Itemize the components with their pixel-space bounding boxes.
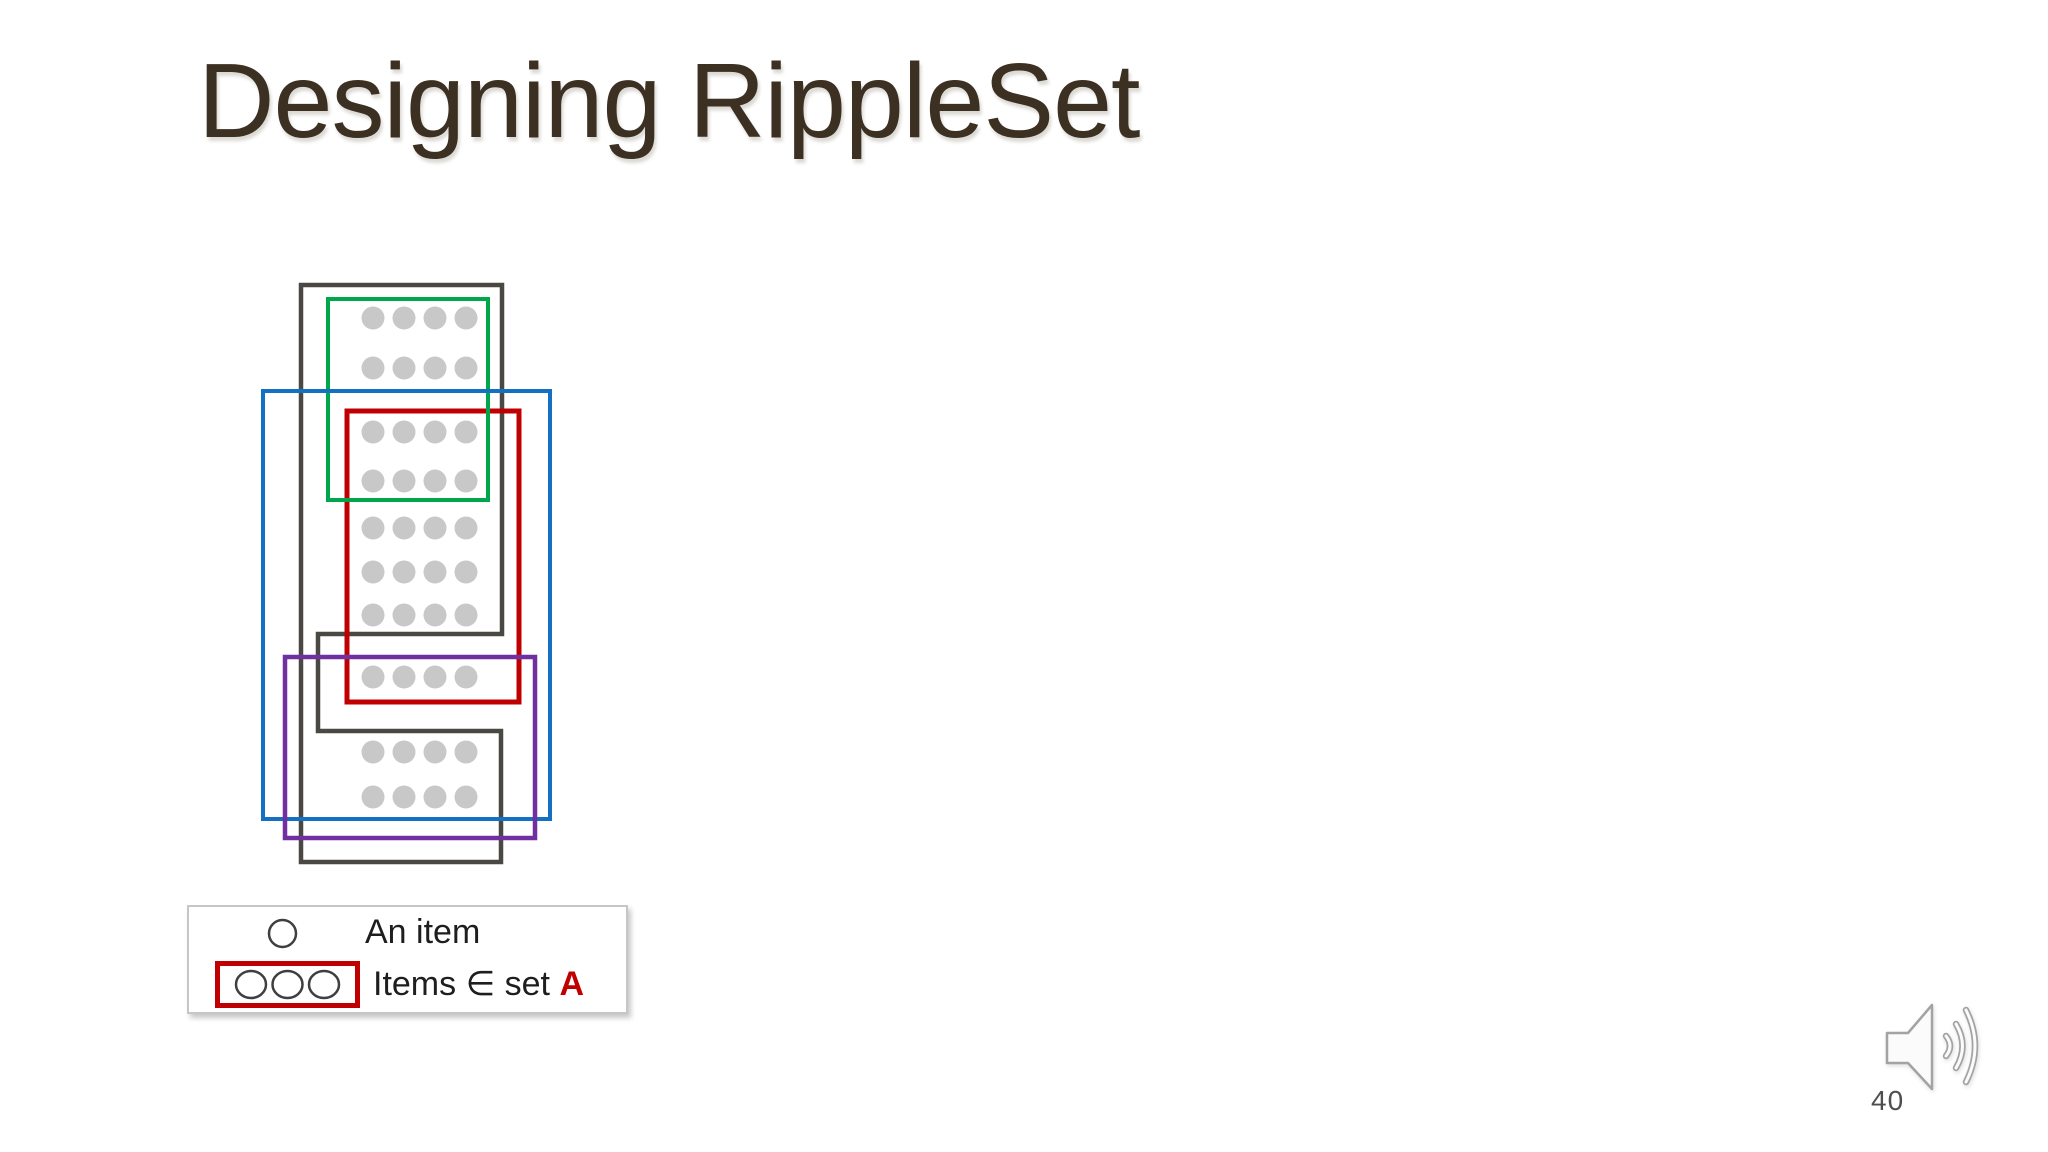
item-dot bbox=[423, 420, 447, 444]
page-title: Designing RippleSet bbox=[198, 42, 1140, 160]
item-dot bbox=[423, 560, 447, 584]
set-outline-red bbox=[344, 408, 522, 705]
speaker-body bbox=[1885, 1003, 1934, 1091]
item-dot bbox=[392, 469, 416, 493]
item-dot bbox=[361, 785, 385, 809]
legend-set-circle bbox=[234, 969, 268, 1000]
legend-set-label: Items ∈ set A bbox=[373, 964, 584, 1004]
legend-set-circle bbox=[271, 969, 304, 1000]
item-dot bbox=[423, 516, 447, 540]
set-outline-green bbox=[326, 297, 490, 502]
item-dot bbox=[392, 306, 416, 330]
set-outline-blue bbox=[261, 389, 552, 821]
item-dot bbox=[392, 516, 416, 540]
legend: An item Items ∈ set A bbox=[187, 905, 628, 1014]
item-dot bbox=[454, 469, 478, 493]
item-dot bbox=[454, 356, 478, 380]
item-dot bbox=[361, 356, 385, 380]
item-dot bbox=[361, 740, 385, 764]
set-outline-purple bbox=[282, 654, 538, 841]
item-dot bbox=[392, 665, 416, 689]
item-dot bbox=[361, 306, 385, 330]
set-outlines-layer bbox=[261, 282, 552, 865]
item-dot bbox=[423, 306, 447, 330]
sound-waves bbox=[1942, 1006, 1979, 1086]
item-dot bbox=[454, 665, 478, 689]
item-dot bbox=[454, 560, 478, 584]
item-dots-layer bbox=[361, 306, 478, 809]
set-outline-gray bbox=[298, 282, 505, 865]
item-dot bbox=[361, 469, 385, 493]
item-dot bbox=[392, 740, 416, 764]
item-dot bbox=[392, 560, 416, 584]
item-dot bbox=[423, 469, 447, 493]
item-dot bbox=[361, 560, 385, 584]
item-dot bbox=[392, 356, 416, 380]
item-dot bbox=[361, 603, 385, 627]
item-dot bbox=[454, 516, 478, 540]
item-dot bbox=[423, 356, 447, 380]
item-dot bbox=[361, 665, 385, 689]
item-circle-icon bbox=[267, 918, 298, 949]
items-in-set-icon bbox=[215, 961, 360, 1008]
set-diagram bbox=[261, 282, 552, 865]
legend-set-name: A bbox=[559, 965, 584, 1003]
legend-item-circle bbox=[267, 918, 298, 949]
page-number: 40 bbox=[1871, 1085, 1905, 1116]
item-dot bbox=[361, 420, 385, 444]
item-dot bbox=[454, 420, 478, 444]
item-dot bbox=[454, 740, 478, 764]
item-dot bbox=[454, 306, 478, 330]
legend-item-label: An item bbox=[365, 913, 481, 951]
item-dot bbox=[454, 785, 478, 809]
item-dot bbox=[423, 603, 447, 627]
legend-set-label-prefix: Items ∈ set bbox=[373, 965, 560, 1003]
item-dot bbox=[361, 516, 385, 540]
item-dot bbox=[454, 603, 478, 627]
legend-set-circle bbox=[307, 969, 341, 1000]
speaker-icon[interactable] bbox=[1882, 998, 2006, 1094]
item-dot bbox=[392, 785, 416, 809]
item-dot bbox=[423, 665, 447, 689]
item-dot bbox=[392, 420, 416, 444]
item-dot bbox=[423, 785, 447, 809]
item-dot bbox=[423, 740, 447, 764]
item-dot bbox=[392, 603, 416, 627]
